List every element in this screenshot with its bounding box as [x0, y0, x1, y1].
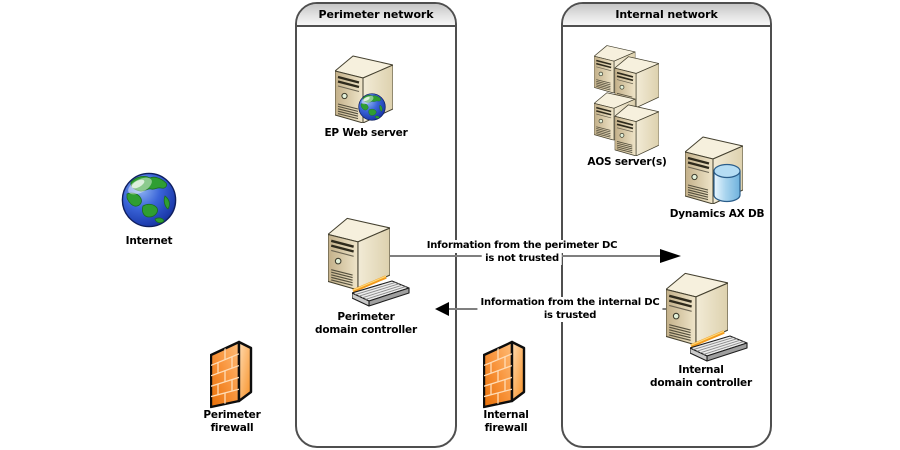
dynamics-ax-db-label: Dynamics AX DB — [669, 208, 765, 220]
node-internal-firewall — [483, 340, 526, 410]
domain-controller-icon — [328, 213, 412, 309]
firewall-icon — [210, 340, 253, 410]
firewall-icon — [483, 340, 526, 410]
internet-label: Internet — [125, 235, 173, 247]
node-internal-domain-controller — [666, 268, 750, 364]
internal-network-title: Internal network — [615, 8, 718, 21]
node-perimeter-firewall — [210, 340, 253, 410]
aos-servers-label: AOS server(s) — [587, 156, 667, 168]
perimeter-network-header: Perimeter network — [297, 4, 455, 27]
arrowhead-left-icon — [435, 302, 449, 316]
node-ep-web-server — [334, 51, 394, 123]
perimeter-dc-label: Perimeter domain controller — [315, 311, 417, 336]
node-dynamics-ax-db — [685, 132, 747, 206]
internet-globe-icon — [121, 172, 177, 228]
domain-controller-icon — [666, 268, 750, 364]
node-aos-servers — [594, 42, 659, 156]
internal-network-header: Internal network — [563, 4, 770, 27]
server-cluster-icon — [594, 42, 659, 156]
arrowhead-right-icon — [660, 249, 681, 263]
database-server-icon — [685, 132, 747, 206]
ep-web-server-label: EP Web server — [324, 127, 408, 139]
perimeter-network-title: Perimeter network — [318, 8, 434, 21]
node-perimeter-domain-controller — [328, 213, 412, 309]
web-server-icon — [334, 51, 394, 123]
perimeter-firewall-label: Perimeter firewall — [203, 409, 261, 434]
internal-dc-label: Internal domain controller — [650, 364, 752, 389]
node-internet — [121, 172, 177, 228]
internal-network-container: Internal network — [561, 2, 772, 448]
internal-firewall-label: Internal firewall — [483, 409, 529, 434]
trusted-arrow-label: Information from the internal DC is trus… — [477, 297, 663, 322]
not-trusted-arrow-label: Information from the perimeter DC is not… — [423, 240, 621, 265]
